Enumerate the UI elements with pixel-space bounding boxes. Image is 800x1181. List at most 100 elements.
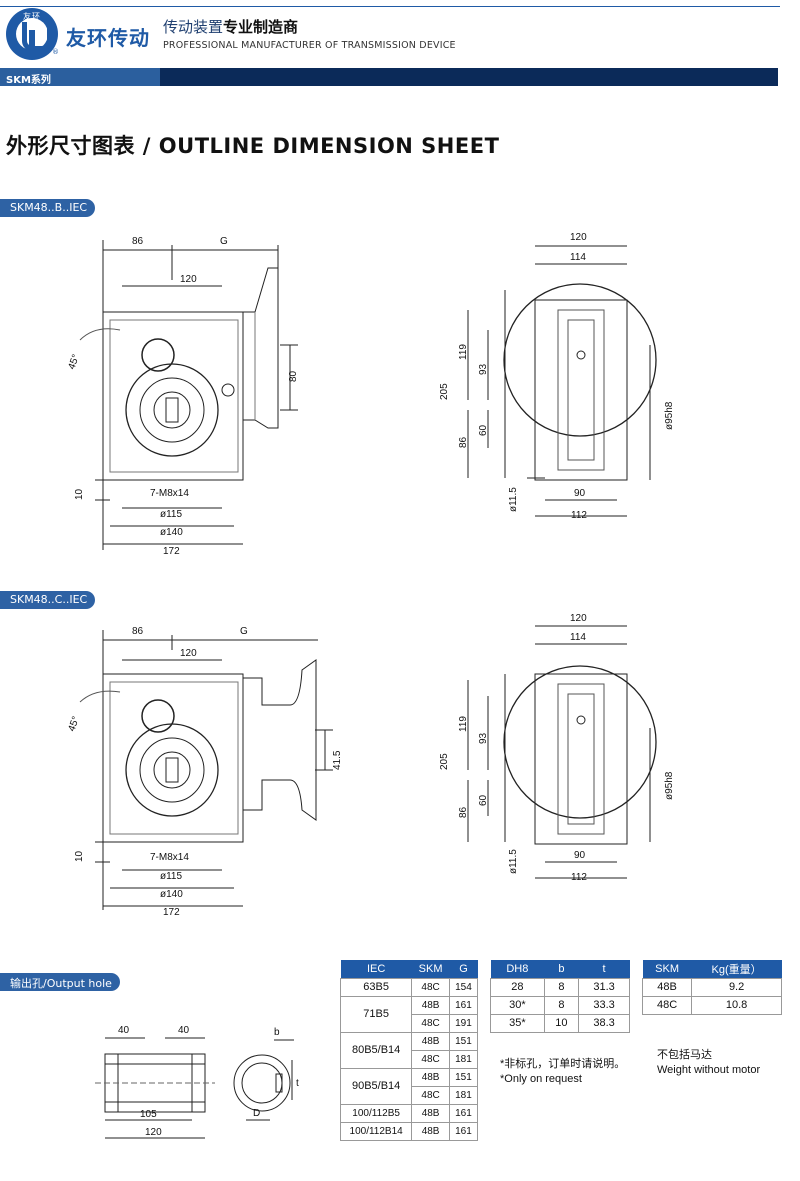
bore-note-cn: *非标孔，订单时请说明。 xyxy=(500,1058,626,1070)
header-rule xyxy=(0,6,780,7)
weight-note-cn: 不包括马达 xyxy=(657,1049,712,1061)
dim-w90: 90 xyxy=(574,488,586,499)
dim-140: ø140 xyxy=(160,889,183,900)
dim-172: 172 xyxy=(163,907,180,918)
dim-angle: 45° xyxy=(66,715,82,733)
dim-d95: ø95h8 xyxy=(664,771,675,800)
bore-cell: 31.3 xyxy=(578,977,630,997)
side-housing xyxy=(534,299,628,481)
logo-text: 友环 xyxy=(23,12,41,21)
bore-cell: 8 xyxy=(543,995,580,1015)
side-flange-circle xyxy=(503,283,657,437)
dim-g: G xyxy=(240,626,248,637)
bore-cell: 38.3 xyxy=(578,1013,630,1033)
side-flange-circle xyxy=(503,665,657,819)
dim-41-5: 41.5 xyxy=(332,750,343,770)
g-cell: 161 xyxy=(448,1103,479,1123)
col-g: G xyxy=(449,960,478,978)
dim-w114: 114 xyxy=(570,632,586,643)
dim-40-left: 40 xyxy=(118,1025,130,1036)
side-housing xyxy=(534,673,628,845)
skm-cell: 48B xyxy=(411,1067,450,1087)
weight-cell: 48B xyxy=(641,977,693,997)
dim-w114: 114 xyxy=(570,252,586,263)
iec-cell: 63B5 xyxy=(339,977,413,997)
dim-140: ø140 xyxy=(160,527,183,538)
dim-h60: 60 xyxy=(478,424,489,436)
housing-outline xyxy=(102,311,244,481)
dim-172: 172 xyxy=(163,546,180,557)
g-cell: 161 xyxy=(448,995,479,1015)
dim-h205: 205 xyxy=(439,753,450,770)
dim-h86: 86 xyxy=(458,806,469,818)
brand-name: 友环传动 xyxy=(66,26,150,50)
weight-cell: 48C xyxy=(641,995,693,1015)
dim-105: 105 xyxy=(140,1109,157,1120)
tagline-cn: 传动装置专业制造商 xyxy=(163,18,299,36)
dim-10: 10 xyxy=(74,850,85,862)
input-bore xyxy=(141,699,175,733)
dim-115: ø115 xyxy=(160,871,182,882)
iec-cell: 80B5/B14 xyxy=(339,1031,413,1069)
dim-40-right: 40 xyxy=(178,1025,190,1036)
bore-cell: 30* xyxy=(490,995,545,1015)
dim-10: 10 xyxy=(74,488,85,500)
dim-h60: 60 xyxy=(478,794,489,806)
dim-h93: 93 xyxy=(478,732,489,744)
g-cell: 151 xyxy=(448,1031,479,1051)
section-badge-c: SKM48..C..IEC xyxy=(0,591,96,609)
dim-h119: 119 xyxy=(458,344,469,360)
dim-w120: 120 xyxy=(570,613,587,624)
dim-w112: 112 xyxy=(571,872,587,883)
dim-w120: 120 xyxy=(570,232,587,243)
input-bore xyxy=(141,338,175,372)
g-cell: 154 xyxy=(448,977,479,997)
section-badge-b: SKM48..B..IEC xyxy=(0,199,96,217)
dim-D: D xyxy=(253,1108,260,1119)
series-bar: SKM系列 xyxy=(0,68,778,86)
dim-h86: 86 xyxy=(458,436,469,448)
tagline-en: PROFESSIONAL MANUFACTURER OF TRANSMISSIO… xyxy=(163,40,456,51)
skm-cell: 48C xyxy=(411,1085,450,1105)
bore-cell: 8 xyxy=(543,977,580,997)
dim-d95: ø95h8 xyxy=(664,401,675,430)
dim-120: 120 xyxy=(145,1127,162,1138)
skm-cell: 48B xyxy=(411,995,450,1015)
dim-h93: 93 xyxy=(478,363,489,375)
skm-cell: 48B xyxy=(411,1103,450,1123)
output-flange-ring xyxy=(125,363,219,457)
dim-w90: 90 xyxy=(574,850,586,861)
g-cell: 181 xyxy=(448,1049,479,1069)
iec-cell: 100/112B5 xyxy=(339,1103,413,1123)
col-skm: SKM xyxy=(642,960,692,978)
weight-cell: 9.2 xyxy=(691,977,782,997)
skm-cell: 48C xyxy=(411,977,450,997)
dim-holes: 7-M8x14 xyxy=(150,488,189,499)
col-d: DH8 xyxy=(490,960,545,978)
dim-t: t xyxy=(296,1078,299,1089)
dim-angle: 45° xyxy=(66,353,82,371)
output-hole-badge: 输出孔/Output hole xyxy=(0,973,120,991)
iec-cell: 90B5/B14 xyxy=(339,1067,413,1105)
registered-icon: ® xyxy=(52,48,59,56)
skm-cell: 48B xyxy=(411,1031,450,1051)
dim-d11: ø11.5 xyxy=(508,849,519,874)
series-label: SKM系列 xyxy=(0,68,160,86)
bore-cell: 35* xyxy=(490,1013,545,1033)
bore-note-en: *Only on request xyxy=(500,1073,582,1085)
company-logo: 友环 xyxy=(6,8,58,60)
g-cell: 191 xyxy=(448,1013,479,1033)
